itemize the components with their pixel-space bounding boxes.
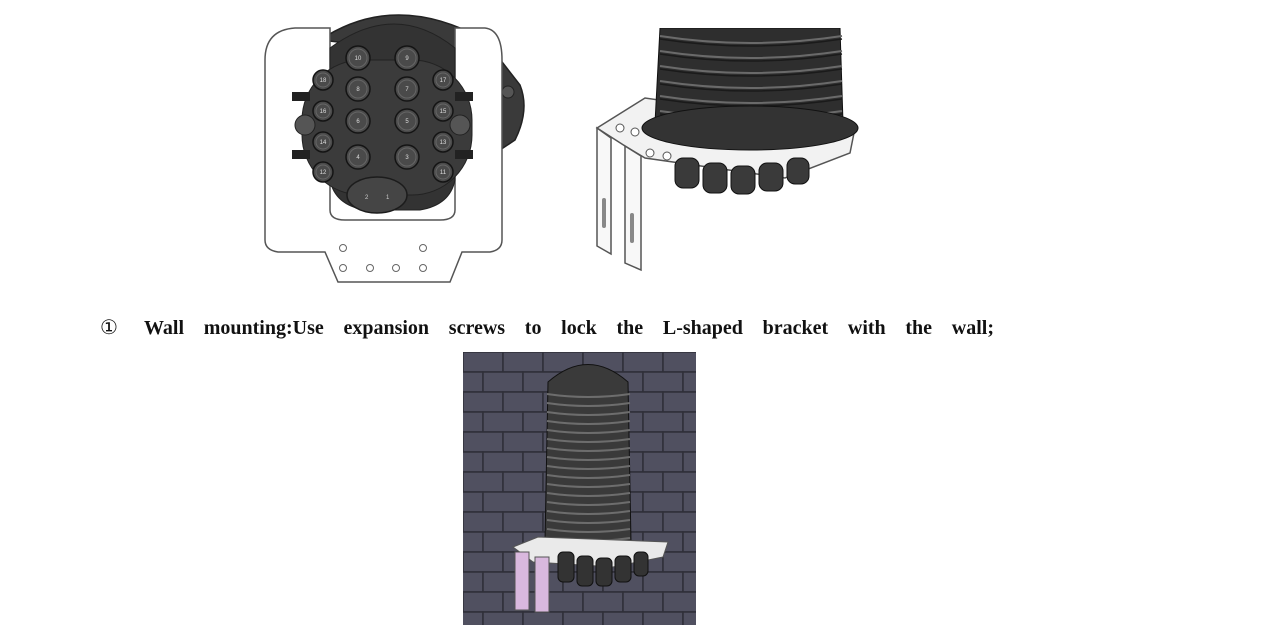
port-label: 10 [355, 56, 362, 62]
closure-ribs [546, 393, 631, 542]
port-grid: 10 9 8 7 6 5 4 3 18 16 14 12 17 15 13 11 [312, 45, 454, 183]
port-label: 2 [365, 195, 369, 201]
wall-mounted-closure-figure [463, 352, 696, 625]
port-label: 14 [320, 140, 327, 146]
step-number: ① [100, 317, 118, 339]
port-label: 13 [440, 140, 447, 146]
instruction-caption: ① Wall mounting:Use expansion screws to … [100, 314, 1000, 344]
port-label: 3 [405, 155, 409, 161]
port-label: 9 [405, 56, 409, 62]
port-label: 5 [405, 119, 409, 125]
port-label: 16 [320, 109, 327, 115]
port-label: 6 [356, 119, 360, 125]
port-label: 1 [386, 195, 390, 201]
port-label: 4 [356, 155, 360, 161]
port-label: 11 [440, 170, 447, 176]
step-text: Wall mounting:Use expansion screws to lo… [144, 317, 994, 339]
port-label: 15 [440, 109, 447, 115]
closure-top-view-figure: 10 9 8 7 6 5 4 3 18 16 14 12 17 15 13 11 2 1 [264, 14, 525, 283]
port-label: 18 [320, 78, 327, 84]
l-bracket-perspective-figure [595, 28, 859, 272]
port-label: 12 [320, 170, 327, 176]
port-label: 7 [405, 87, 409, 93]
port-label: 17 [440, 78, 447, 84]
port-label: 8 [356, 87, 360, 93]
